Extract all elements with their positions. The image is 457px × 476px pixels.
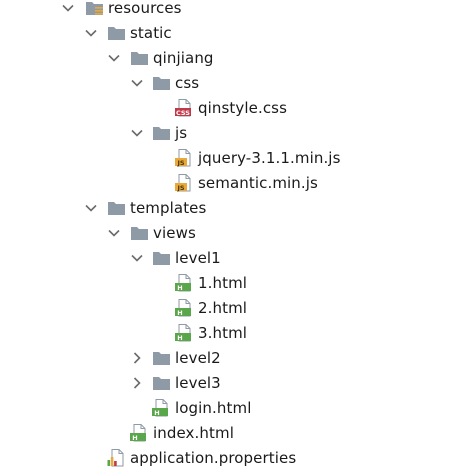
tree-node-jquery-js[interactable]: JS jquery-3.1.1.min.js	[0, 146, 457, 171]
tree-node-label: level1	[175, 249, 221, 267]
tree-node-label: qinstyle.css	[198, 99, 288, 117]
tree-node-2-html[interactable]: H 2.html	[0, 296, 457, 321]
js-file-icon: JS	[175, 174, 195, 192]
chevron-down-icon[interactable]	[130, 126, 144, 140]
tree-node-js[interactable]: js	[0, 121, 457, 146]
chevron-down-icon[interactable]	[130, 76, 144, 90]
folder-icon	[152, 124, 172, 142]
html-badge-text: H	[177, 309, 182, 317]
chevron-down-icon[interactable]	[107, 51, 121, 65]
resources-folder-icon	[85, 0, 105, 17]
html-file-icon: H	[175, 274, 195, 292]
html-badge-text: H	[177, 334, 182, 342]
chevron-down-icon[interactable]	[130, 251, 144, 265]
tree-node-label: level2	[175, 349, 221, 367]
tree-node-css[interactable]: css	[0, 71, 457, 96]
chevron-down-icon[interactable]	[84, 201, 98, 215]
folder-icon	[107, 199, 127, 217]
tree-node-index-html[interactable]: H index.html	[0, 421, 457, 446]
js-file-icon: JS	[175, 149, 195, 167]
html-file-icon: H	[175, 324, 195, 342]
tree-node-level3[interactable]: level3	[0, 371, 457, 396]
tree-node-label: views	[153, 224, 196, 242]
tree-node-label: qinjiang	[153, 49, 214, 67]
html-file-icon: H	[130, 424, 150, 442]
tree-node-label: index.html	[153, 424, 234, 442]
js-badge-text: JS	[176, 184, 184, 192]
tree-node-label: 2.html	[198, 299, 248, 317]
tree-node-label: js	[175, 124, 188, 142]
tree-node-resources[interactable]: resources	[0, 0, 457, 21]
tree-node-label: static	[130, 24, 172, 42]
tree-node-templates[interactable]: templates	[0, 196, 457, 221]
tree-node-1-html[interactable]: H 1.html	[0, 271, 457, 296]
tree-node-semantic-js[interactable]: JS semantic.min.js	[0, 171, 457, 196]
tree-node-label: 1.html	[198, 274, 248, 292]
css-badge-text: CSS	[176, 109, 190, 117]
tree-node-label: jquery-3.1.1.min.js	[198, 149, 341, 167]
folder-icon	[130, 224, 150, 242]
tree-node-label: resources	[108, 0, 182, 17]
html-file-icon: H	[175, 299, 195, 317]
html-badge-text: H	[177, 284, 182, 292]
chevron-right-icon[interactable]	[130, 351, 144, 365]
tree-node-label: semantic.min.js	[198, 174, 318, 192]
tree-node-label: 3.html	[198, 324, 248, 342]
tree-node-label: application.properties	[130, 449, 297, 467]
folder-icon	[130, 49, 150, 67]
tree-node-label: level3	[175, 374, 221, 392]
html-badge-text: H	[132, 434, 137, 442]
folder-icon	[152, 374, 172, 392]
js-badge-text: JS	[176, 159, 184, 167]
chevron-down-icon[interactable]	[61, 1, 75, 15]
tree-node-qinstyle-css[interactable]: CSS qinstyle.css	[0, 96, 457, 121]
tree-node-label: login.html	[175, 399, 252, 417]
chevron-down-icon[interactable]	[84, 26, 98, 40]
tree-node-qinjiang[interactable]: qinjiang	[0, 46, 457, 71]
css-file-icon: CSS	[175, 99, 195, 117]
tree-node-3-html[interactable]: H 3.html	[0, 321, 457, 346]
tree-node-label: templates	[130, 199, 207, 217]
folder-icon	[152, 74, 172, 92]
tree-node-level2[interactable]: level2	[0, 346, 457, 371]
html-badge-text: H	[154, 409, 159, 417]
tree-node-login-html[interactable]: H login.html	[0, 396, 457, 421]
folder-icon	[152, 349, 172, 367]
tree-node-application-properties[interactable]: application.properties	[0, 446, 457, 471]
tree-node-label: css	[175, 74, 200, 92]
tree-node-views[interactable]: views	[0, 221, 457, 246]
properties-file-icon	[107, 449, 127, 467]
html-file-icon: H	[152, 399, 172, 417]
folder-icon	[107, 24, 127, 42]
tree-node-static[interactable]: static	[0, 21, 457, 46]
folder-icon	[152, 249, 172, 267]
tree-node-level1[interactable]: level1	[0, 246, 457, 271]
chevron-down-icon[interactable]	[107, 226, 121, 240]
chevron-right-icon[interactable]	[130, 376, 144, 390]
